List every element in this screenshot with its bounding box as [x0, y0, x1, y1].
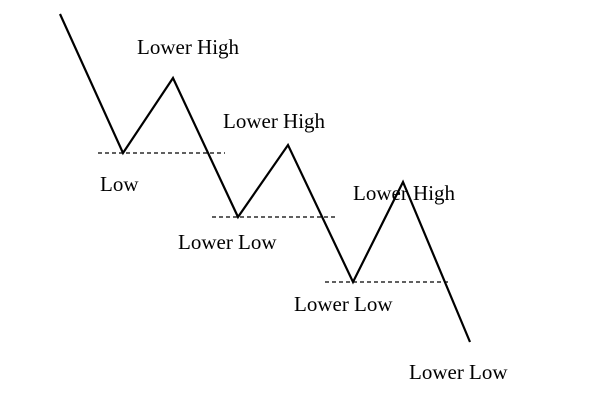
label-lower-low-2: Lower Low	[294, 292, 393, 316]
label-lower-high-2: Lower High	[223, 109, 326, 133]
label-lower-low-3: Lower Low	[409, 360, 508, 384]
label-low: Low	[100, 172, 139, 196]
label-lower-low-1: Lower Low	[178, 230, 277, 254]
price-zigzag-line	[58, 13, 472, 343]
label-lower-high-3: Lower High	[353, 181, 456, 205]
label-lower-high-1: Lower High	[137, 35, 240, 59]
